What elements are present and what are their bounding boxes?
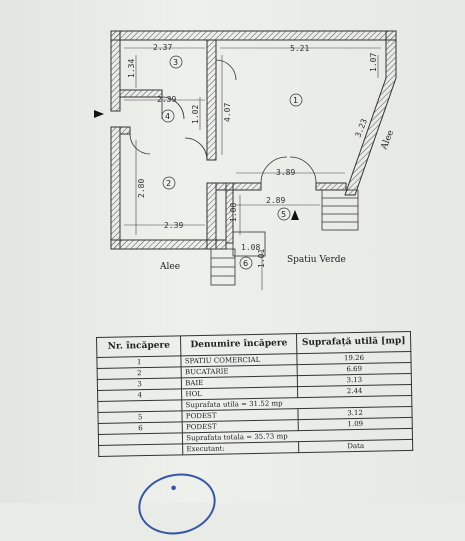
data-label: Data	[298, 439, 413, 453]
dim-102: 1.02	[191, 105, 200, 124]
room-4-label: 4	[165, 112, 170, 121]
dim-107: 1.07	[369, 53, 378, 72]
dim-239b: 2.39	[164, 221, 183, 230]
dim-239a: 2.39	[157, 95, 176, 104]
dim-108b: 1.08	[241, 243, 260, 252]
stairs	[210, 189, 359, 286]
dimension-lines	[124, 47, 381, 290]
dim-407: 4.07	[223, 103, 232, 122]
header-suprafata: Suprafață utilă [mp]	[296, 331, 411, 354]
dim-521: 5.21	[290, 44, 309, 53]
executant: Executant:	[182, 441, 299, 455]
rooms-table: Nr. încăpere Denumire încăpere Suprafață…	[96, 331, 413, 457]
label-spatiu-verde: Spatiu Verde	[287, 255, 346, 265]
dim-280: 2.80	[137, 179, 146, 198]
header-nr: Nr. încăpere	[96, 335, 182, 358]
stamp-seal: ●	[132, 466, 222, 541]
room-5-label: 5	[281, 210, 286, 219]
label-alee-right: Alee	[379, 129, 396, 152]
dim-108a: 1.08	[229, 203, 238, 222]
dim-101: 1.01	[257, 249, 266, 268]
room-6-label: 6	[243, 259, 248, 268]
dim-289: 2.89	[266, 196, 285, 205]
label-alee-bottom: Alee	[159, 262, 180, 272]
doors	[129, 59, 317, 184]
walls	[110, 30, 397, 250]
room-3-label: 3	[173, 58, 178, 67]
entrance-arrow-icon	[291, 210, 299, 220]
entrance-arrow-icon	[94, 110, 104, 118]
room-2-label: 2	[166, 179, 171, 188]
dim-134: 1.34	[127, 59, 136, 78]
room-1-label: 1	[293, 96, 298, 105]
dim-237: 2.37	[153, 43, 172, 52]
dim-389: 3.89	[276, 168, 295, 177]
room-markers	[161, 55, 303, 270]
floor-plan: 2.37 5.21 1.34 1.07 2.39 1.02 4.07 3.23 …	[94, 30, 397, 290]
header-denumire: Denumire încăpere	[180, 333, 297, 356]
